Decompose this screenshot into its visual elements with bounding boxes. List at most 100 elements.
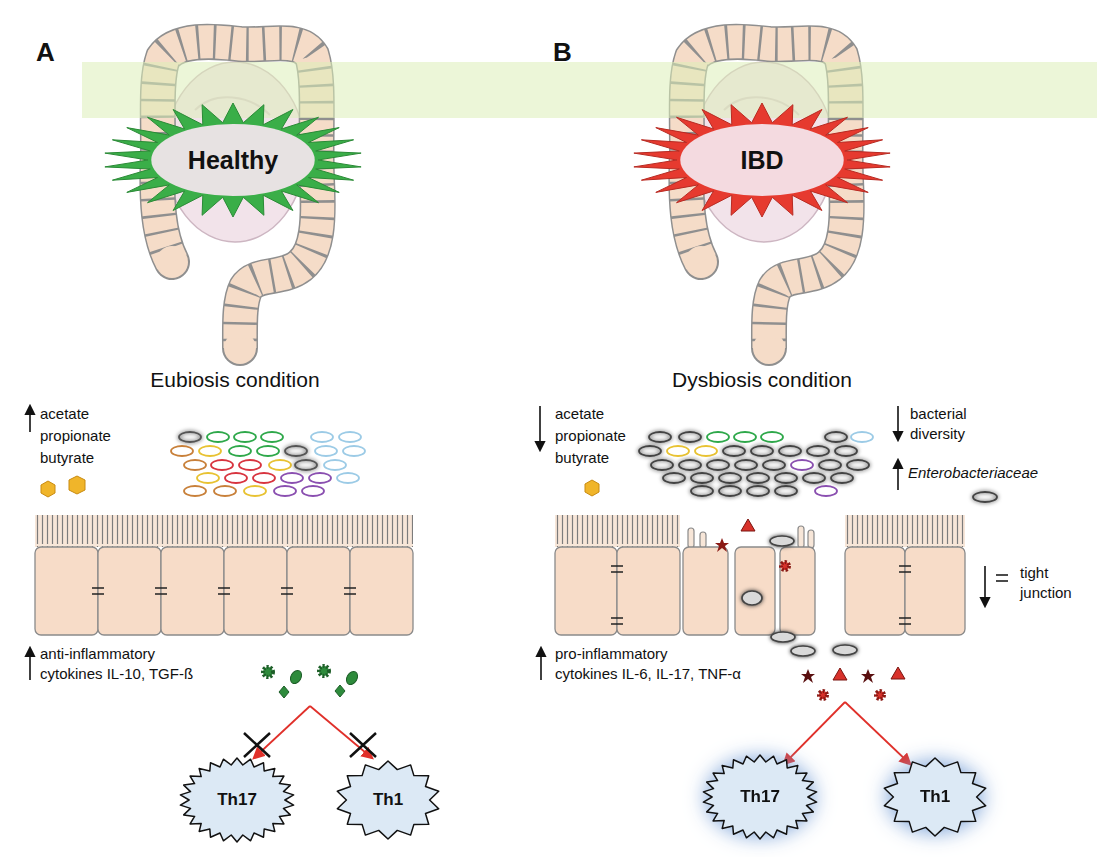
cytokine-symbol (344, 669, 360, 686)
condition-title: Dysbiosis condition (672, 368, 852, 391)
decrease-arrow (984, 566, 986, 606)
epithelial-cell (350, 547, 413, 635)
label-box: B (553, 36, 583, 69)
label-box: anti-inflammatory cytokines IL-10, TGF-ß (40, 644, 220, 684)
starburst-core (680, 124, 843, 196)
translocating-bacterium (770, 536, 794, 546)
bacterium (225, 473, 247, 483)
metabolite-label: acetate propionate butyrate (555, 405, 626, 466)
damaged-microvillus (798, 526, 804, 548)
cytokine-symbol (819, 691, 827, 699)
junction-symbol (996, 575, 1008, 581)
bacterium (707, 432, 729, 442)
label-box: acetate propionate butyrate (40, 403, 125, 469)
epithelial-cell (617, 547, 680, 635)
cytokine-symbol (781, 562, 789, 570)
bacterium (831, 473, 853, 483)
ibd-starburst: IBD (631, 101, 893, 219)
increase-arrow (540, 648, 542, 680)
bacterium (302, 486, 324, 496)
condition-title: Eubiosis condition (150, 368, 319, 391)
microvilli (555, 515, 680, 547)
bacterium (819, 460, 841, 470)
bacterium (695, 446, 717, 456)
bacterium (791, 460, 813, 470)
node-text: Th1 (373, 790, 403, 810)
bacterium (244, 486, 266, 496)
bacterium (763, 460, 785, 470)
block-cross (244, 733, 270, 757)
bacterium (234, 432, 256, 442)
bacterium (311, 432, 333, 442)
label-box: acetate propionate butyrate (555, 403, 640, 469)
bacterium (747, 486, 769, 496)
bacterium (324, 460, 346, 470)
cytokine-symbol (876, 691, 884, 699)
th17-cell: Th17 (178, 756, 296, 844)
node-text: Th17 (217, 790, 257, 810)
bacterium (207, 432, 229, 442)
bacterium (184, 486, 206, 496)
differentiation-arrow (784, 702, 845, 764)
epithelial-cell (845, 547, 905, 635)
bacterium (269, 460, 291, 470)
tight-junction (611, 566, 911, 624)
bacterium (214, 486, 236, 496)
damaged-microvillus (700, 532, 706, 548)
bacterium (973, 492, 997, 502)
label-box: Eubiosis condition (100, 367, 370, 393)
epithelial-cell (905, 547, 965, 635)
label-box: Enterobacteriaceae (908, 463, 1088, 482)
bacterium (761, 432, 783, 442)
label-box: A (36, 36, 66, 69)
cytokine-symbol (263, 667, 273, 677)
bacterium (779, 446, 801, 456)
bacterium (649, 432, 671, 442)
bacterium (229, 446, 251, 456)
scfa-molecule (69, 476, 85, 494)
increase-arrow (29, 406, 31, 432)
junction-label: tight junction (1020, 564, 1072, 601)
cytokine-label: pro-inflammatory cytokines IL-6, IL-17, … (555, 645, 741, 682)
bacterium (815, 486, 837, 496)
cytokine-symbol (319, 666, 329, 676)
damaged-microvillus (808, 530, 814, 548)
bacterium (339, 432, 361, 442)
bacterium (751, 446, 773, 456)
bacterium (803, 473, 825, 483)
decrease-arrow (897, 406, 899, 440)
bacterium (775, 486, 797, 496)
bacterium (667, 446, 689, 456)
bacterium (851, 432, 873, 442)
bacterium (184, 460, 206, 470)
damaged-cell (683, 547, 728, 635)
starburst-shape (634, 103, 890, 217)
increase-arrow (29, 648, 31, 680)
increase-arrow (897, 460, 899, 490)
starburst-core (151, 124, 314, 196)
panel-letter: B (553, 37, 572, 67)
cytokine-symbol (715, 538, 729, 552)
bacterium (719, 486, 741, 496)
bacterium (337, 473, 359, 483)
panel-letter: A (36, 37, 55, 67)
translocating-bacterium (771, 632, 795, 642)
bacterium (171, 446, 193, 456)
epithelial-cell (287, 547, 350, 635)
bacterium (274, 486, 296, 496)
starburst-shape (180, 758, 293, 842)
cytokine-symbol (288, 668, 304, 685)
bacterium (261, 432, 283, 442)
bacterium (775, 473, 797, 483)
label-box: bacterial diversity (910, 404, 990, 444)
th17-cell: Th17 (701, 753, 819, 841)
cytokine-symbol (891, 667, 905, 679)
starburst-shape (703, 755, 816, 839)
starburst-shape (105, 103, 361, 217)
bacterium (257, 446, 279, 456)
differentiation-arrow (845, 702, 910, 764)
healthy-starburst: Healthy (102, 101, 364, 219)
scfa-molecule (585, 480, 599, 496)
starburst-shape (884, 758, 985, 836)
label-box: tight junction (1020, 563, 1085, 603)
